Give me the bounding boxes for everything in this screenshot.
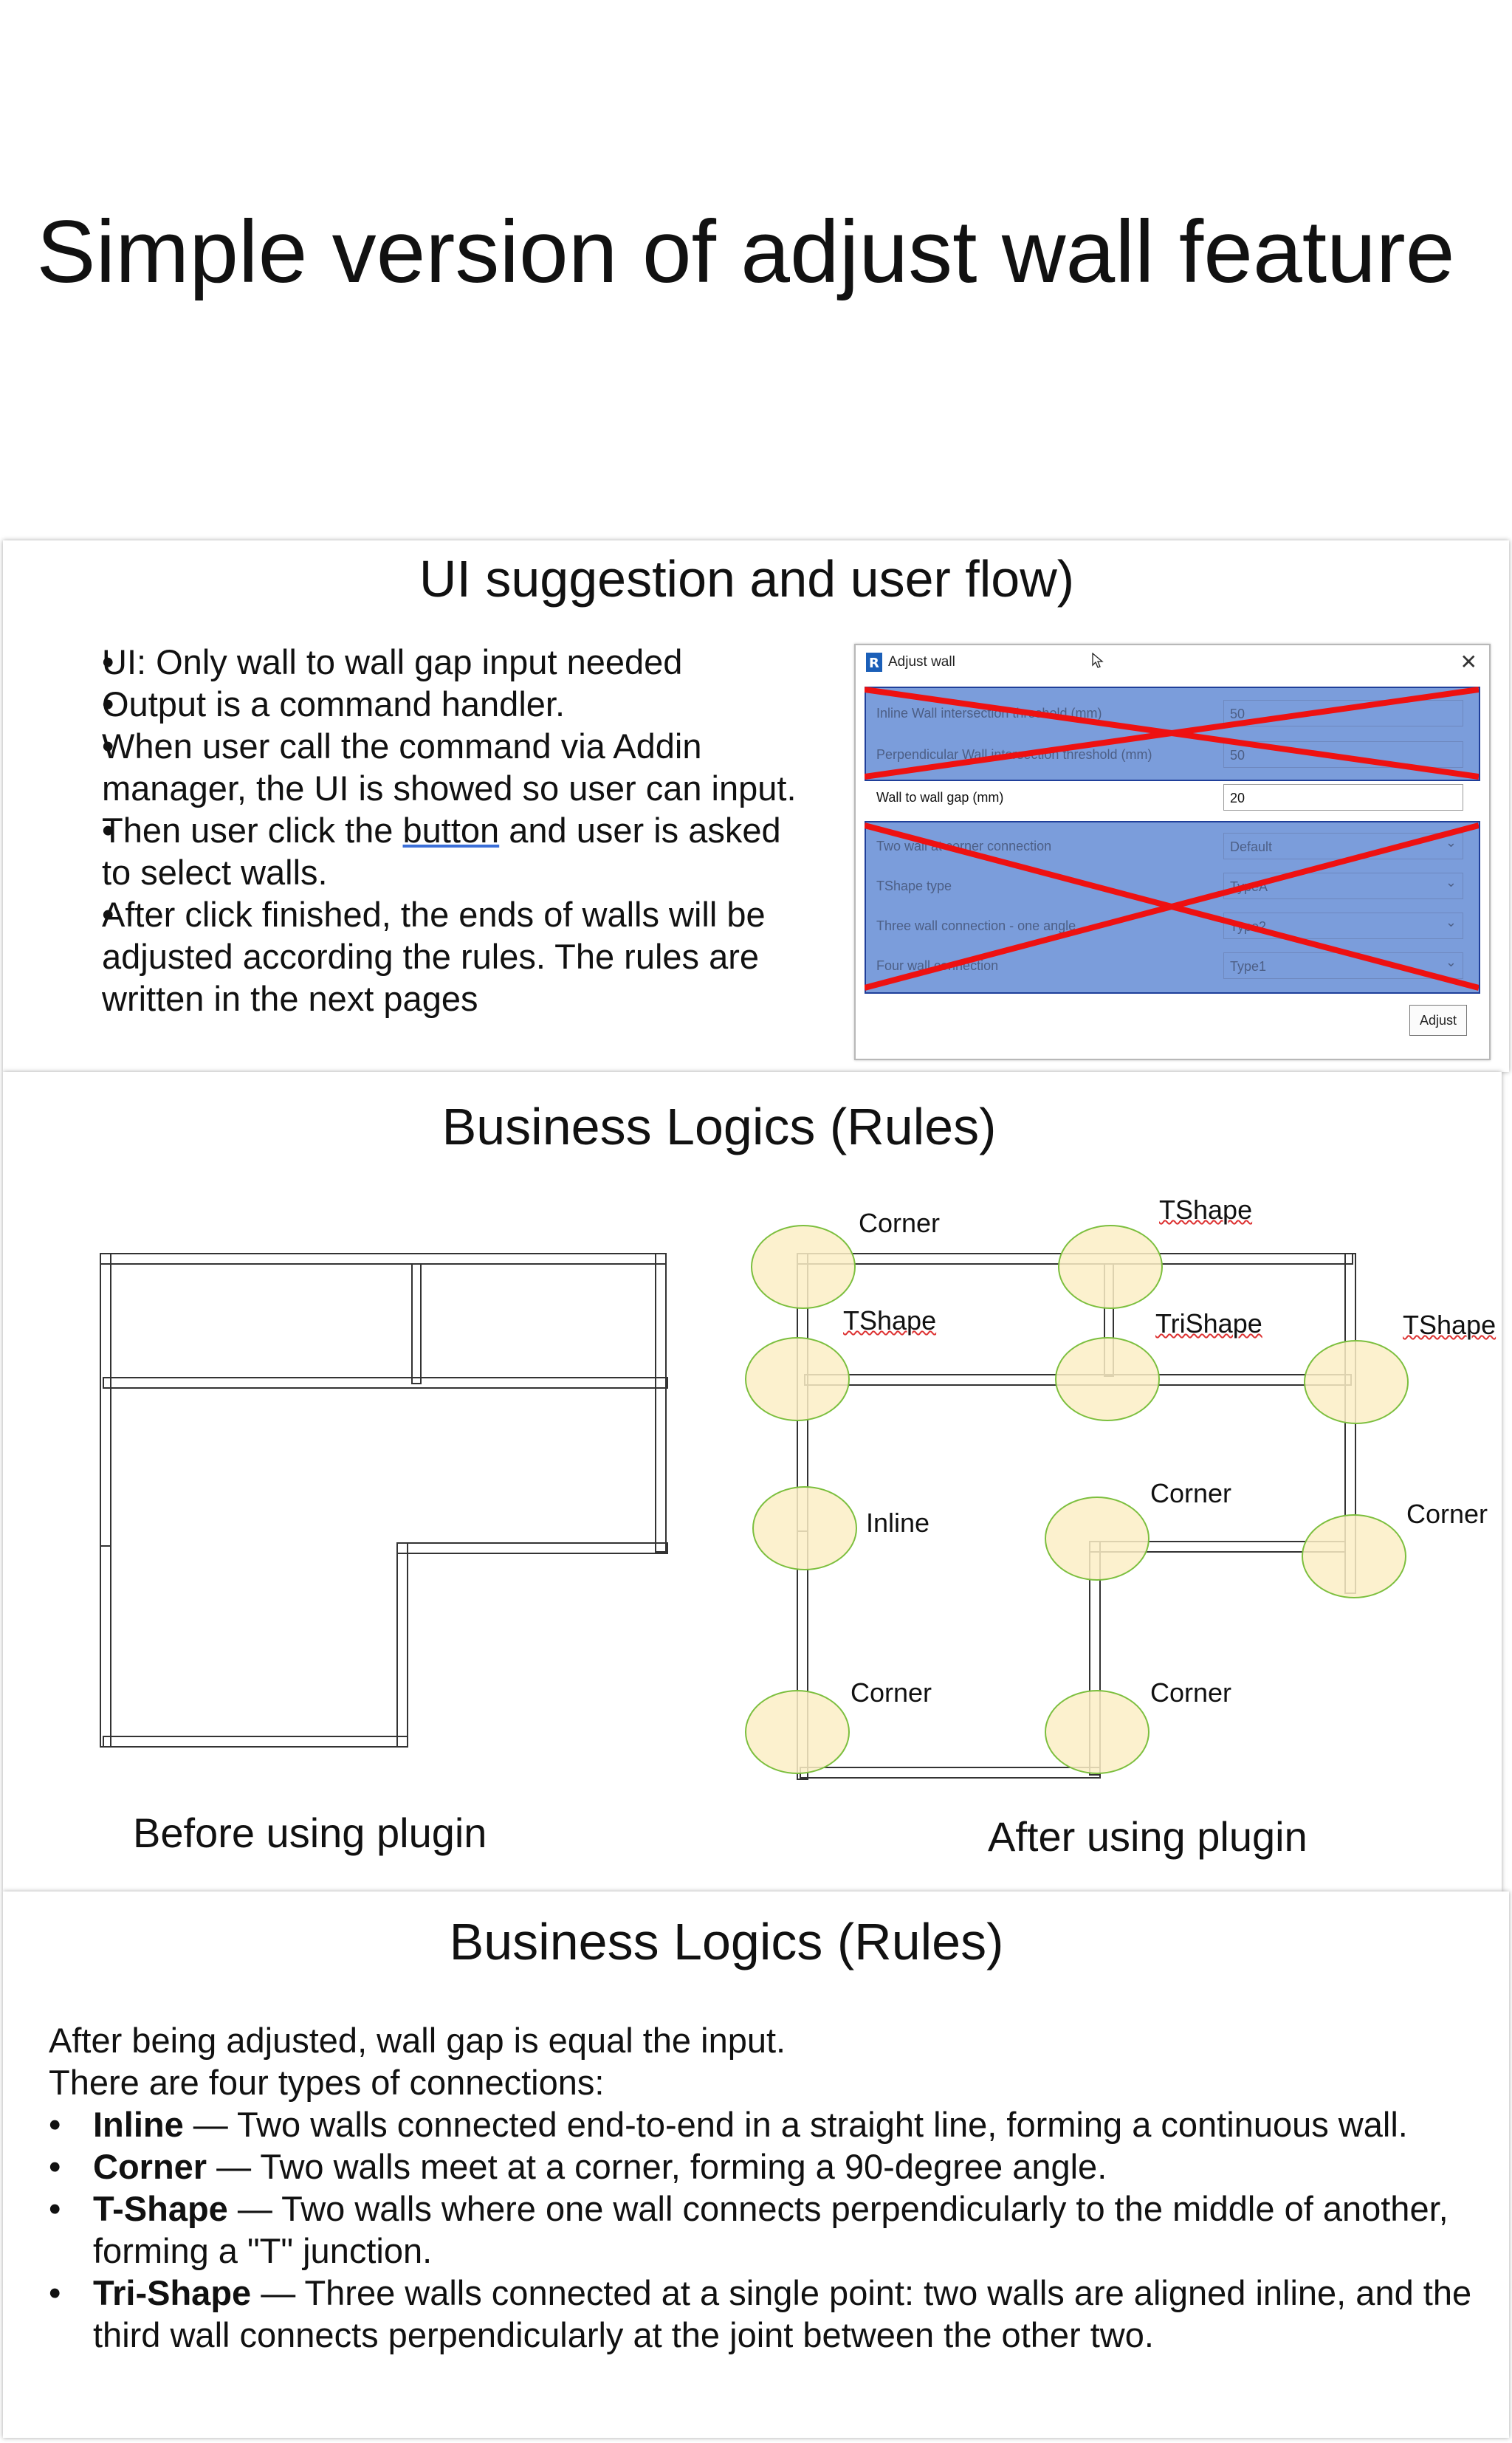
rule-item: T-Shape — Two walls where one wall conne… [49,2188,1496,2272]
bullet-text: Output is a command handler. [102,684,566,724]
connection-marker-tshape [1058,1225,1163,1309]
setting-row-wall-gap: Wall to wall gap (mm) 20 [865,778,1480,818]
bullet-text: and user is asked to select walls. [102,811,781,892]
dialog-title: Adjust wall [888,654,955,670]
rule-item: Tri-Shape — Three walls connected at a s… [49,2272,1496,2356]
bullet-text: Then user click the [102,811,403,850]
connection-marker-corner [1045,1690,1150,1774]
label-corner: Corner [850,1677,932,1708]
slide-business-logic-diagram: Business Logics (Rules) [3,1072,1502,1891]
button-link[interactable]: button [402,811,500,850]
label-corner: Corner [859,1208,941,1238]
inline-threshold-field[interactable]: 50 [1223,700,1463,726]
flow-bullet-list: UI: Only wall to wall gap input needed O… [58,641,818,1020]
bullet-text: After click finished, the ends of walls … [102,895,766,1018]
slide-title: Business Logics (Rules) [441,1098,997,1155]
red-cross-bottom [865,822,1479,991]
slide-title: Business Logics (Rules) [449,1913,1004,1970]
setting-label: Three wall connection - one angle [876,918,1076,933]
floorplan-after [745,1225,1409,1780]
caption-after: After using plugin [988,1813,1307,1860]
bullet-item: Output is a command handler. [58,683,818,725]
connection-marker-tshape [1304,1340,1409,1424]
rule-desc: — Three walls connected at a single poin… [93,2273,1472,2354]
connection-marker-corner [1302,1514,1406,1598]
rule-term: T-Shape [93,2189,228,2228]
connection-marker-trishape [1055,1337,1160,1421]
rule-item: Inline — Two walls connected end-to-end … [49,2103,1496,2145]
adjust-button[interactable]: Adjust [1409,1005,1467,1036]
rules-list: Inline — Two walls connected end-to-end … [49,2103,1496,2356]
wall-gap-input[interactable]: 20 [1223,784,1463,811]
perpendicular-threshold-field[interactable]: 50 [1223,741,1463,768]
floorplan-before [100,1253,668,1748]
close-icon[interactable]: ✕ [1460,650,1477,673]
bullet-text: When user call the command via Addin man… [102,726,797,808]
label-trishape: TriShape [1155,1308,1262,1339]
svg-text:R: R [869,656,879,671]
connection-marker-corner [745,1690,850,1774]
label-tshape: TShape [1159,1195,1253,1225]
label-tshape: TShape [1403,1310,1496,1340]
rule-term: Tri-Shape [93,2273,252,2312]
bullet-item: Then user click the button and user is a… [58,809,818,893]
setting-label: Wall to wall gap (mm) [876,790,1004,805]
page-title: Simple version of adjust wall feature [36,202,1455,301]
intro-line: There are four types of connections: [49,2063,605,2102]
bullet-item: UI: Only wall to wall gap input needed [58,641,818,683]
intro-line: After being adjusted, wall gap is equal … [49,2021,786,2060]
rule-desc: — Two walls where one wall connects perp… [93,2189,1449,2270]
rule-desc: — Two walls connected end-to-end in a st… [183,2105,1408,2144]
slide-title: UI suggestion and user flow) [419,550,1075,608]
connection-marker-corner [1045,1497,1150,1581]
red-cross-top [865,687,1479,780]
label-corner: Corner [1150,1478,1232,1508]
connection-marker-corner [751,1225,856,1309]
setting-label: TShape type [876,879,952,893]
rule-item: Corner — Two walls meet at a corner, for… [49,2145,1496,2188]
rules-body: After being adjusted, wall gap is equal … [49,2019,1496,2356]
connection-marker-inline [752,1486,857,1570]
adjust-wall-dialog: R Adjust wall ✕ Inline Wall intersection… [854,644,1491,1060]
connection-marker-tshape [745,1337,850,1421]
rule-term: Corner [93,2147,207,2186]
rule-desc: — Two walls meet at a corner, forming a … [207,2147,1107,2186]
label-tshape: TShape [843,1305,937,1336]
bullet-item: When user call the command via Addin man… [58,725,818,809]
rule-term: Inline [93,2105,184,2144]
label-corner: Corner [1406,1499,1488,1529]
revit-logo-icon: R [866,653,882,672]
bullet-text: UI: Only wall to wall gap input needed [102,642,683,681]
label-inline: Inline [866,1508,930,1538]
label-corner: Corner [1150,1677,1232,1708]
mouse-cursor-icon [1092,653,1104,668]
bullet-item: After click finished, the ends of walls … [58,893,818,1020]
caption-before: Before using plugin [133,1810,487,1856]
